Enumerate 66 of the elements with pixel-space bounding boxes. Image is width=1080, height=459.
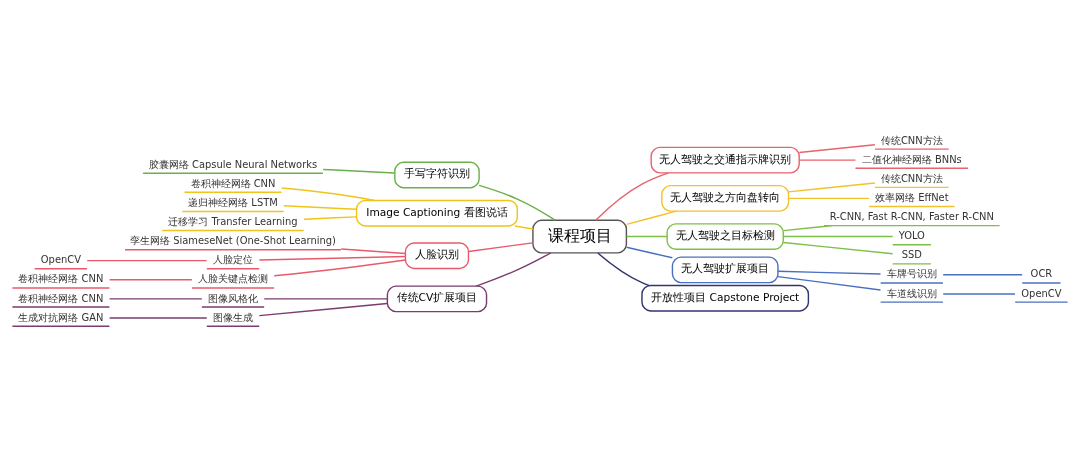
node-text: 卷积神经网络 CNN xyxy=(18,273,104,285)
node-box: 人脸识别 xyxy=(404,242,470,270)
node-text: 迁移学习 Transfer Learning xyxy=(168,216,298,228)
node-text: 人脸关键点检测 xyxy=(198,273,268,285)
node-text: 车牌号识别 xyxy=(886,268,937,280)
connector xyxy=(782,235,894,238)
connector xyxy=(787,182,876,193)
node-text: OpenCV xyxy=(1021,287,1062,299)
connector xyxy=(625,235,668,238)
connector xyxy=(787,197,870,200)
connector xyxy=(467,242,534,253)
node-text: 卷积神经网络 CNN xyxy=(190,177,276,189)
connector xyxy=(625,246,673,259)
connector xyxy=(258,255,406,261)
node-box: 无人驾驶扩展项目 xyxy=(671,256,779,284)
node-text: 生成对抗网络 GAN xyxy=(18,311,104,323)
connector xyxy=(798,159,857,161)
connector xyxy=(263,298,389,300)
connector xyxy=(108,317,208,319)
node-box: 无人驾驶之交通指示牌识别 xyxy=(650,146,800,174)
connector xyxy=(86,259,208,262)
node-text: 卷积神经网络 CNN xyxy=(18,292,104,304)
connector xyxy=(108,298,203,300)
node-box: 传统CV扩展项目 xyxy=(386,285,488,313)
node-text: 传统CNN方法 xyxy=(880,172,943,184)
node-text: 二值化神经网络 BNNs xyxy=(861,153,962,165)
connector xyxy=(475,252,552,287)
node-box: 无人驾驶之目标检测 xyxy=(666,223,784,251)
node-text: 车道线识别 xyxy=(886,287,937,299)
node-text: 图像风格化 xyxy=(208,292,258,304)
node-text: 胶囊网络 Capsule Neural Networks xyxy=(148,158,318,170)
connector xyxy=(782,241,894,255)
node-text: R-CNN, Fast R-CNN, Faster R-CNN xyxy=(829,211,994,223)
node-box: 无人驾驶之方向盘转向 xyxy=(661,184,790,212)
connector xyxy=(280,187,376,202)
connector xyxy=(478,184,556,221)
connector xyxy=(625,210,678,226)
node-text: 递归神经网络 LSTM xyxy=(188,196,278,208)
connector xyxy=(340,248,407,255)
node-text: YOLO xyxy=(898,230,925,242)
connector xyxy=(597,252,650,287)
connector xyxy=(798,144,876,154)
connector xyxy=(942,274,1023,276)
connector xyxy=(777,270,882,275)
connector xyxy=(322,168,396,174)
node-text: 图像生成 xyxy=(213,311,253,323)
node-text: 效率网络 EffNet xyxy=(874,191,949,203)
node-box: 手写字符识别 xyxy=(394,161,480,189)
node-box: 开放性项目 Capstone Project xyxy=(641,284,810,312)
node-text: OCR xyxy=(1030,268,1053,280)
node-text: OpenCV xyxy=(40,254,81,266)
node-box: Image Captioning 看图说话 xyxy=(355,199,519,227)
node-text: 孪生网络 SiameseNet (One-Shot Learning) xyxy=(130,235,336,247)
connector xyxy=(258,302,388,317)
connector xyxy=(283,205,358,210)
node-text: 人脸定位 xyxy=(213,254,253,266)
node-text: SSD xyxy=(901,249,922,261)
node-box: 课程项目 xyxy=(532,219,628,254)
node-text: 传统CNN方法 xyxy=(880,134,943,146)
connector xyxy=(303,216,358,220)
connector xyxy=(108,279,193,281)
connector xyxy=(514,225,534,230)
connector xyxy=(942,293,1016,295)
connector xyxy=(777,275,882,291)
connector xyxy=(273,259,407,277)
connector xyxy=(782,224,833,232)
